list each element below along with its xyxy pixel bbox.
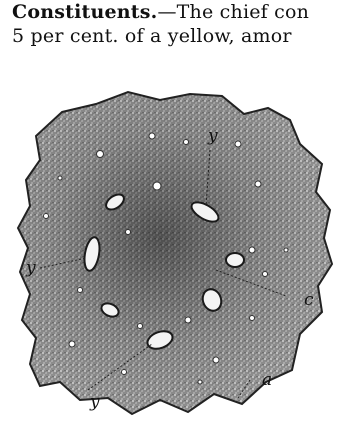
cell-illustration <box>0 82 349 432</box>
label-y-top: y <box>208 128 218 145</box>
label-y-left: y <box>26 260 36 277</box>
label-c: c <box>304 292 314 309</box>
text-line-2: 5 per cent. of a yellow, amor <box>12 25 292 47</box>
text-line-1: Constituents.—The chief con <box>12 1 309 23</box>
section-heading: Constituents. <box>12 1 157 23</box>
text-line-1-rest: —The chief con <box>157 1 309 23</box>
label-y-bottom: y <box>90 394 100 411</box>
label-a: a <box>262 372 272 389</box>
micrograph-figure: y y y c a <box>0 82 349 432</box>
